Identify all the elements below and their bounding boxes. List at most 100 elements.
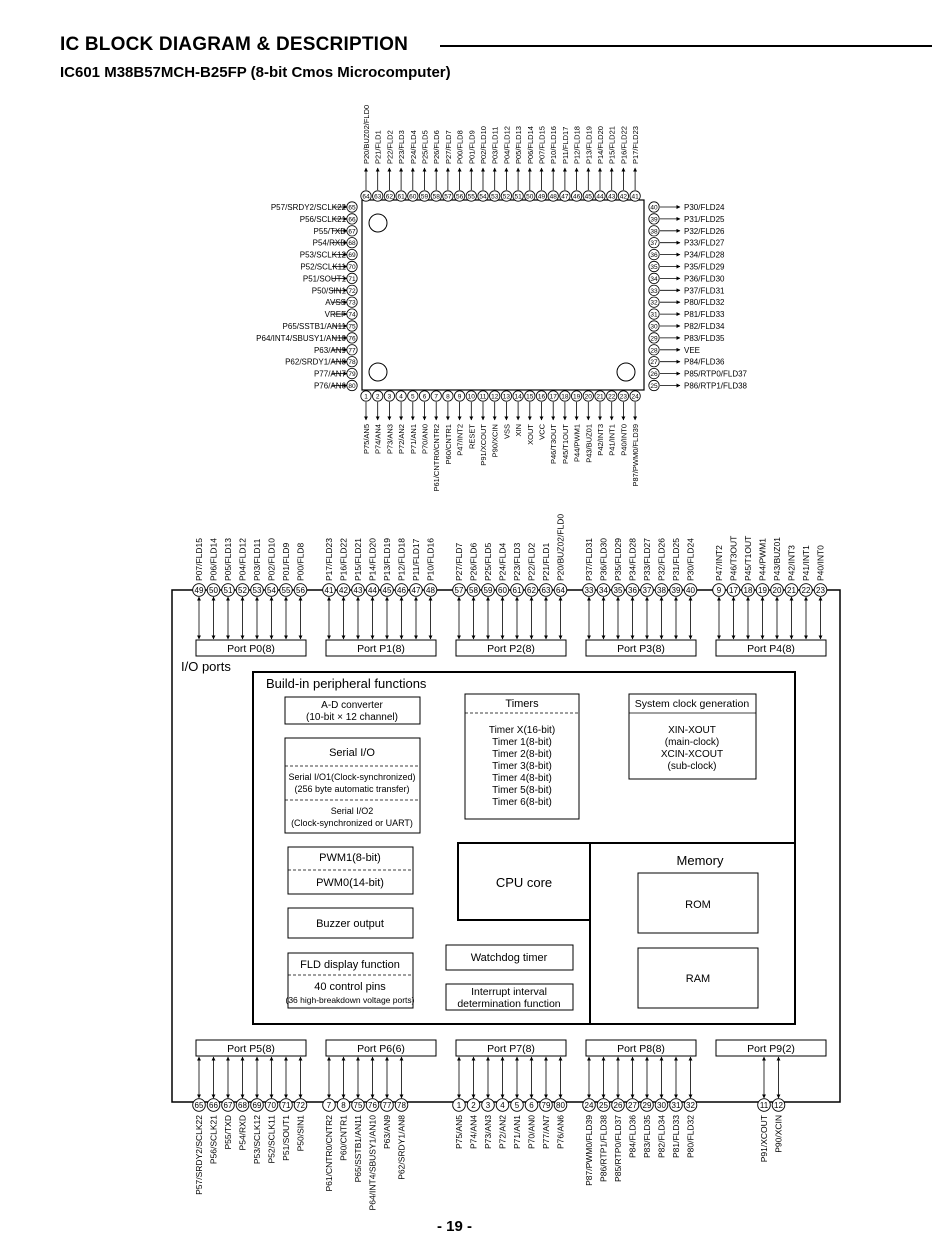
pin-number: 20 [585, 394, 593, 401]
pin-number: 72 [348, 288, 356, 295]
pin-label: P83/FLD35 [684, 334, 725, 343]
pin-number: 52 [503, 194, 511, 201]
pin-number-circle [481, 583, 495, 597]
pin-label: P31/FLD25 [671, 538, 681, 581]
pin-number-circle [495, 583, 510, 597]
pin-number: 6 [423, 394, 427, 401]
pin-label: P54/RXD [313, 239, 347, 248]
pin-number: 9 [458, 394, 462, 401]
pin-number-circle [570, 190, 583, 202]
pin-number: 33 [585, 586, 594, 595]
pin-number: 44 [596, 194, 604, 201]
pin-number: 36 [650, 252, 658, 259]
pin-label: P42/INT3 [596, 424, 605, 456]
pin-label: P91/XCOUT [759, 1115, 769, 1162]
port-name: Port P2(8) [487, 643, 535, 655]
pin-label: P35/FLD29 [684, 263, 725, 272]
port-box [585, 639, 697, 657]
port-box [195, 639, 307, 657]
pin-number: 67 [348, 228, 356, 235]
pin-number: 18 [561, 394, 569, 401]
pin-number-circle [582, 583, 596, 597]
port-name: Port P6(6) [357, 1043, 405, 1055]
pin-number: 7 [327, 1101, 332, 1110]
port-box [585, 1039, 697, 1057]
pin-number: 39 [650, 216, 658, 223]
pin-number-circle [559, 390, 571, 402]
timer-item: Timer 5(8-bit) [492, 785, 552, 796]
port-box [325, 1039, 437, 1057]
pin-label: P71/AN1 [512, 1115, 522, 1149]
pin-number: 72 [296, 1101, 305, 1110]
pin-number-circle [394, 583, 409, 597]
adc-box [284, 696, 421, 725]
pin-label: P24/FLD4 [498, 542, 508, 581]
pin-label: P07/FLD15 [538, 126, 547, 164]
pin-label: P52/SCLK11 [300, 263, 346, 272]
pin-label: P52/SCLK11 [267, 1115, 277, 1164]
timer-item: Timer 1(8-bit) [492, 737, 552, 748]
pin-label: P65/SSTB1/AN11 [353, 1115, 363, 1183]
pin-number-circle [336, 583, 351, 597]
pin-number: 32 [650, 300, 658, 307]
pin-number: 29 [650, 335, 658, 342]
timer-item: Timer X(16-bit) [489, 725, 555, 736]
pin-number: 59 [421, 194, 429, 201]
pin-number: 22 [802, 586, 811, 595]
pin-number-circle [322, 1098, 336, 1112]
pin-label: P75/AN5 [454, 1115, 464, 1149]
timer-item: Timer 2(8-bit) [492, 749, 552, 760]
pin-number-circle [465, 190, 477, 202]
pin-number-circle [539, 583, 553, 597]
pin-number-circle [559, 190, 571, 202]
pin-label: P03/FLD11 [491, 127, 500, 164]
pin-number: 57 [444, 194, 452, 201]
pin-label: P70/AN0 [527, 1115, 537, 1149]
pin-number: 80 [556, 1101, 565, 1110]
pin-number-circle [510, 1098, 524, 1112]
pin-label: P00/FLD8 [296, 542, 306, 581]
pin-number-circle [409, 583, 423, 597]
pin-number: 78 [397, 1101, 406, 1110]
pin-number: 27 [650, 359, 658, 366]
pin-number: 77 [348, 347, 356, 354]
pin-label: P12/FLD18 [397, 538, 407, 581]
pin-label: P73/AN3 [385, 424, 394, 454]
pin-number-circle [726, 583, 741, 597]
pin-number-circle [346, 213, 358, 225]
pin-label: P86/RTP1/FLD38 [684, 382, 748, 391]
pin-label: P27/FLD7 [444, 130, 453, 164]
pin-number-circle [625, 1098, 640, 1112]
pin-label: P61/CNTR0/CNTR2 [324, 1115, 334, 1192]
pin-number: 42 [339, 586, 348, 595]
pin-number-circle [452, 583, 466, 597]
pin-label: P91/XCOUT [479, 424, 488, 466]
pin-number: 4 [500, 1101, 505, 1110]
pin-label: P16/FLD22 [339, 538, 349, 581]
pin-label: P13/FLD19 [584, 126, 593, 164]
pin-number-circle [648, 249, 660, 261]
package-index-mark-bl [368, 362, 388, 382]
pin-number: 53 [491, 194, 499, 201]
pin-number-circle [500, 190, 512, 202]
pin-number-circle [360, 190, 372, 202]
pin-number: 20 [773, 586, 782, 595]
pin-number: 38 [657, 586, 666, 595]
pin-label: P21/FLD1 [374, 130, 383, 164]
pin-label: P87/PWM0/FLD39 [584, 1115, 594, 1186]
pin-number: 31 [650, 312, 658, 319]
pin1-index-mark [368, 213, 388, 233]
clock-sub-label: (sub-clock) [668, 761, 717, 772]
pin-number-circle [648, 308, 660, 320]
pin-label: P33/FLD27 [642, 538, 652, 581]
cpu-core-label: CPU core [496, 875, 552, 890]
pin-number: 32 [686, 1101, 695, 1110]
pin-number-circle [279, 583, 293, 597]
pin-number: 49 [195, 586, 204, 595]
pin-number: 76 [368, 1101, 377, 1110]
pin-label: P32/FLD26 [684, 227, 725, 236]
pin-label: P34/FLD28 [684, 251, 725, 260]
pin-number-circle [640, 583, 654, 597]
chip-outline [171, 589, 841, 1103]
